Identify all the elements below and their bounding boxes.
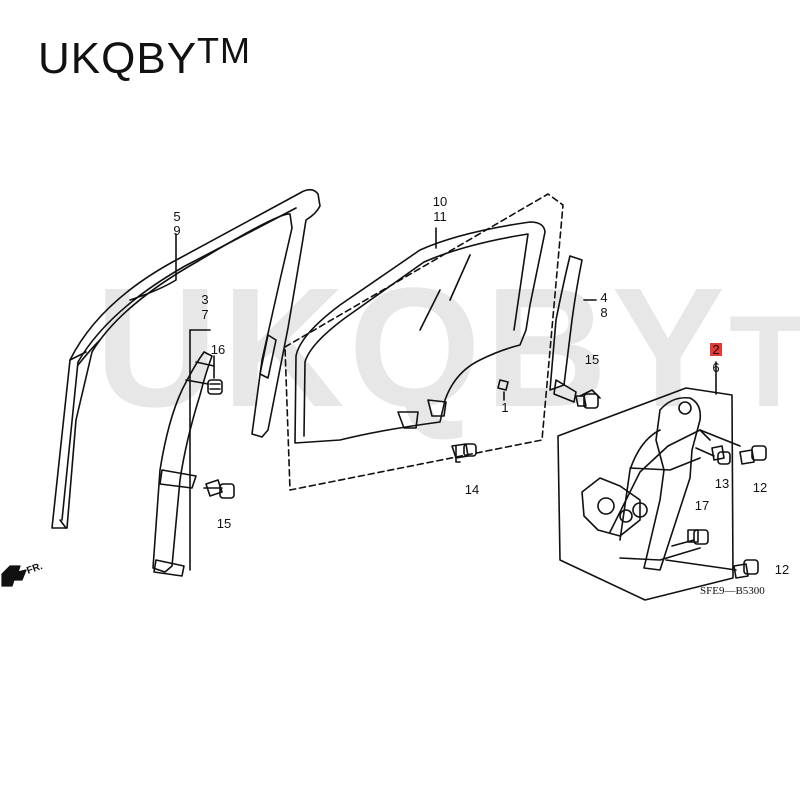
bolt-12-lower — [733, 559, 759, 579]
callout-15-right: 15 — [585, 352, 599, 367]
diagram-code: SFE9—B5300 — [700, 585, 765, 597]
brand-logo: UKQBYTM — [38, 30, 251, 84]
brand-name: UKQBY — [38, 34, 198, 83]
regulator-motor — [581, 477, 641, 537]
callout-2: 2 — [712, 342, 719, 357]
leader-5-9 — [129, 233, 177, 301]
callout-10: 10 — [433, 194, 447, 209]
callout-5: 5 — [173, 209, 180, 224]
regulator-box — [557, 387, 734, 601]
callout-15-left: 15 — [217, 516, 231, 531]
watermark-trademark: TM — [728, 288, 800, 434]
callout-17: 17 — [695, 498, 709, 513]
rear-run-channel — [549, 255, 601, 403]
bolt-17 — [687, 529, 709, 545]
callout-16: 16 — [211, 342, 225, 357]
callout-12-upper: 12 — [753, 480, 767, 495]
bolt-12-upper — [739, 445, 767, 465]
callout-labels: 5 9 3 7 16 15 10 11 1 14 4 8 15 2 6 13 1… — [173, 194, 789, 577]
bolt-15-left — [205, 479, 235, 499]
clip-16 — [207, 379, 223, 395]
callout-13: 13 — [715, 476, 729, 491]
leader-14 — [455, 445, 461, 463]
callout-6: 6 — [712, 360, 719, 375]
direction-label: FR. — [25, 561, 44, 577]
callout-9: 9 — [173, 223, 180, 238]
front-run-channel — [152, 351, 215, 577]
callout-11: 11 — [433, 209, 447, 224]
callout-14: 14 — [465, 482, 479, 497]
door-glass — [294, 221, 546, 444]
bolt-14 — [451, 443, 477, 459]
callout-3: 3 — [201, 292, 208, 307]
window-regulator — [609, 396, 711, 571]
callout-12-lower: 12 — [775, 562, 789, 577]
brand-trademark: TM — [197, 30, 252, 71]
glass-box — [284, 193, 564, 491]
door-sash-channel — [51, 188, 321, 529]
callout-4: 4 — [600, 290, 607, 305]
front-direction-arrow — [1, 565, 27, 587]
bolt-15-right — [575, 393, 599, 409]
callout-8: 8 — [600, 305, 607, 320]
callout-1: 1 — [501, 400, 508, 415]
bolt-13 — [711, 445, 731, 465]
highlight-marker — [710, 343, 722, 356]
callout-7: 7 — [201, 307, 208, 322]
